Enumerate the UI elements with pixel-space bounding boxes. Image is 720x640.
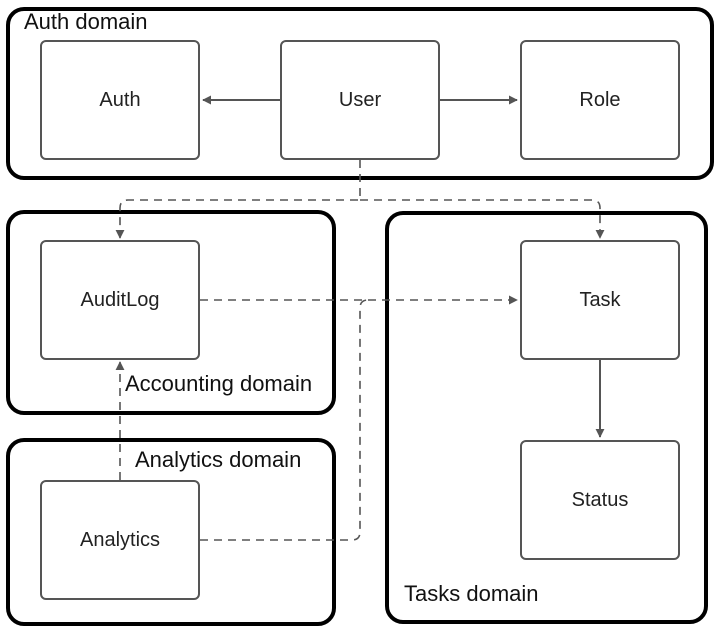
relation-analytics-task xyxy=(200,299,369,541)
entity-task[interactable]: Task xyxy=(520,240,680,360)
tasks-domain-label: Tasks domain xyxy=(404,581,539,606)
analytics-domain-label: Analytics domain xyxy=(135,447,302,472)
tasks-domain xyxy=(385,211,708,624)
accounting-domain-label: Accounting domain xyxy=(125,371,313,396)
entity-status[interactable]: Status xyxy=(520,440,680,560)
analytics-domain xyxy=(6,438,336,626)
entity-user[interactable]: User xyxy=(280,40,440,160)
accounting-domain xyxy=(6,210,336,415)
relation-user-task xyxy=(360,199,605,239)
entity-analytics[interactable]: Analytics xyxy=(40,480,200,600)
relation-user-auditlog xyxy=(115,160,361,239)
auth-domain-label: Auth domain xyxy=(24,9,148,34)
entity-role[interactable]: Role xyxy=(520,40,680,160)
entity-auth[interactable]: Auth xyxy=(40,40,200,160)
entity-auditlog[interactable]: AuditLog xyxy=(40,240,200,360)
